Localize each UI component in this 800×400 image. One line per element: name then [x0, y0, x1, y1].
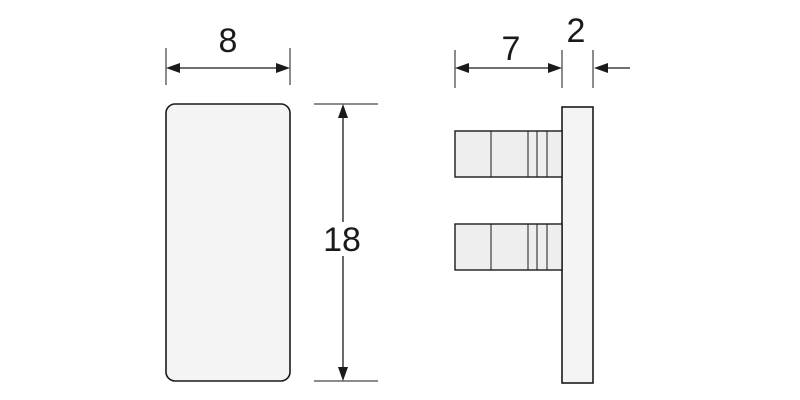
upper-pin-body: [454, 130, 563, 178]
upper-pin: [454, 130, 563, 178]
width-arrow-left: [166, 63, 180, 73]
plate-thickness-label: 2: [567, 12, 586, 50]
pin-arrow-right: [548, 63, 562, 73]
side-view-plate: [561, 106, 594, 384]
side-view: 7 2: [454, 12, 630, 384]
pin-arrow-left: [455, 63, 469, 73]
width-arrow-right: [276, 63, 290, 73]
front-view-body: [165, 103, 291, 382]
lower-pin: [454, 223, 563, 271]
lower-pin-body: [454, 223, 563, 271]
height-arrow-top: [338, 104, 348, 118]
width-dimension-label: 8: [219, 22, 238, 60]
pin-length-label: 7: [502, 30, 521, 68]
height-arrow-bottom: [338, 367, 348, 381]
plate-arrow: [594, 63, 608, 73]
height-dimension-label: 18: [323, 221, 361, 259]
height-label-backdrop: [322, 222, 364, 256]
front-view: 8 18: [165, 22, 378, 382]
